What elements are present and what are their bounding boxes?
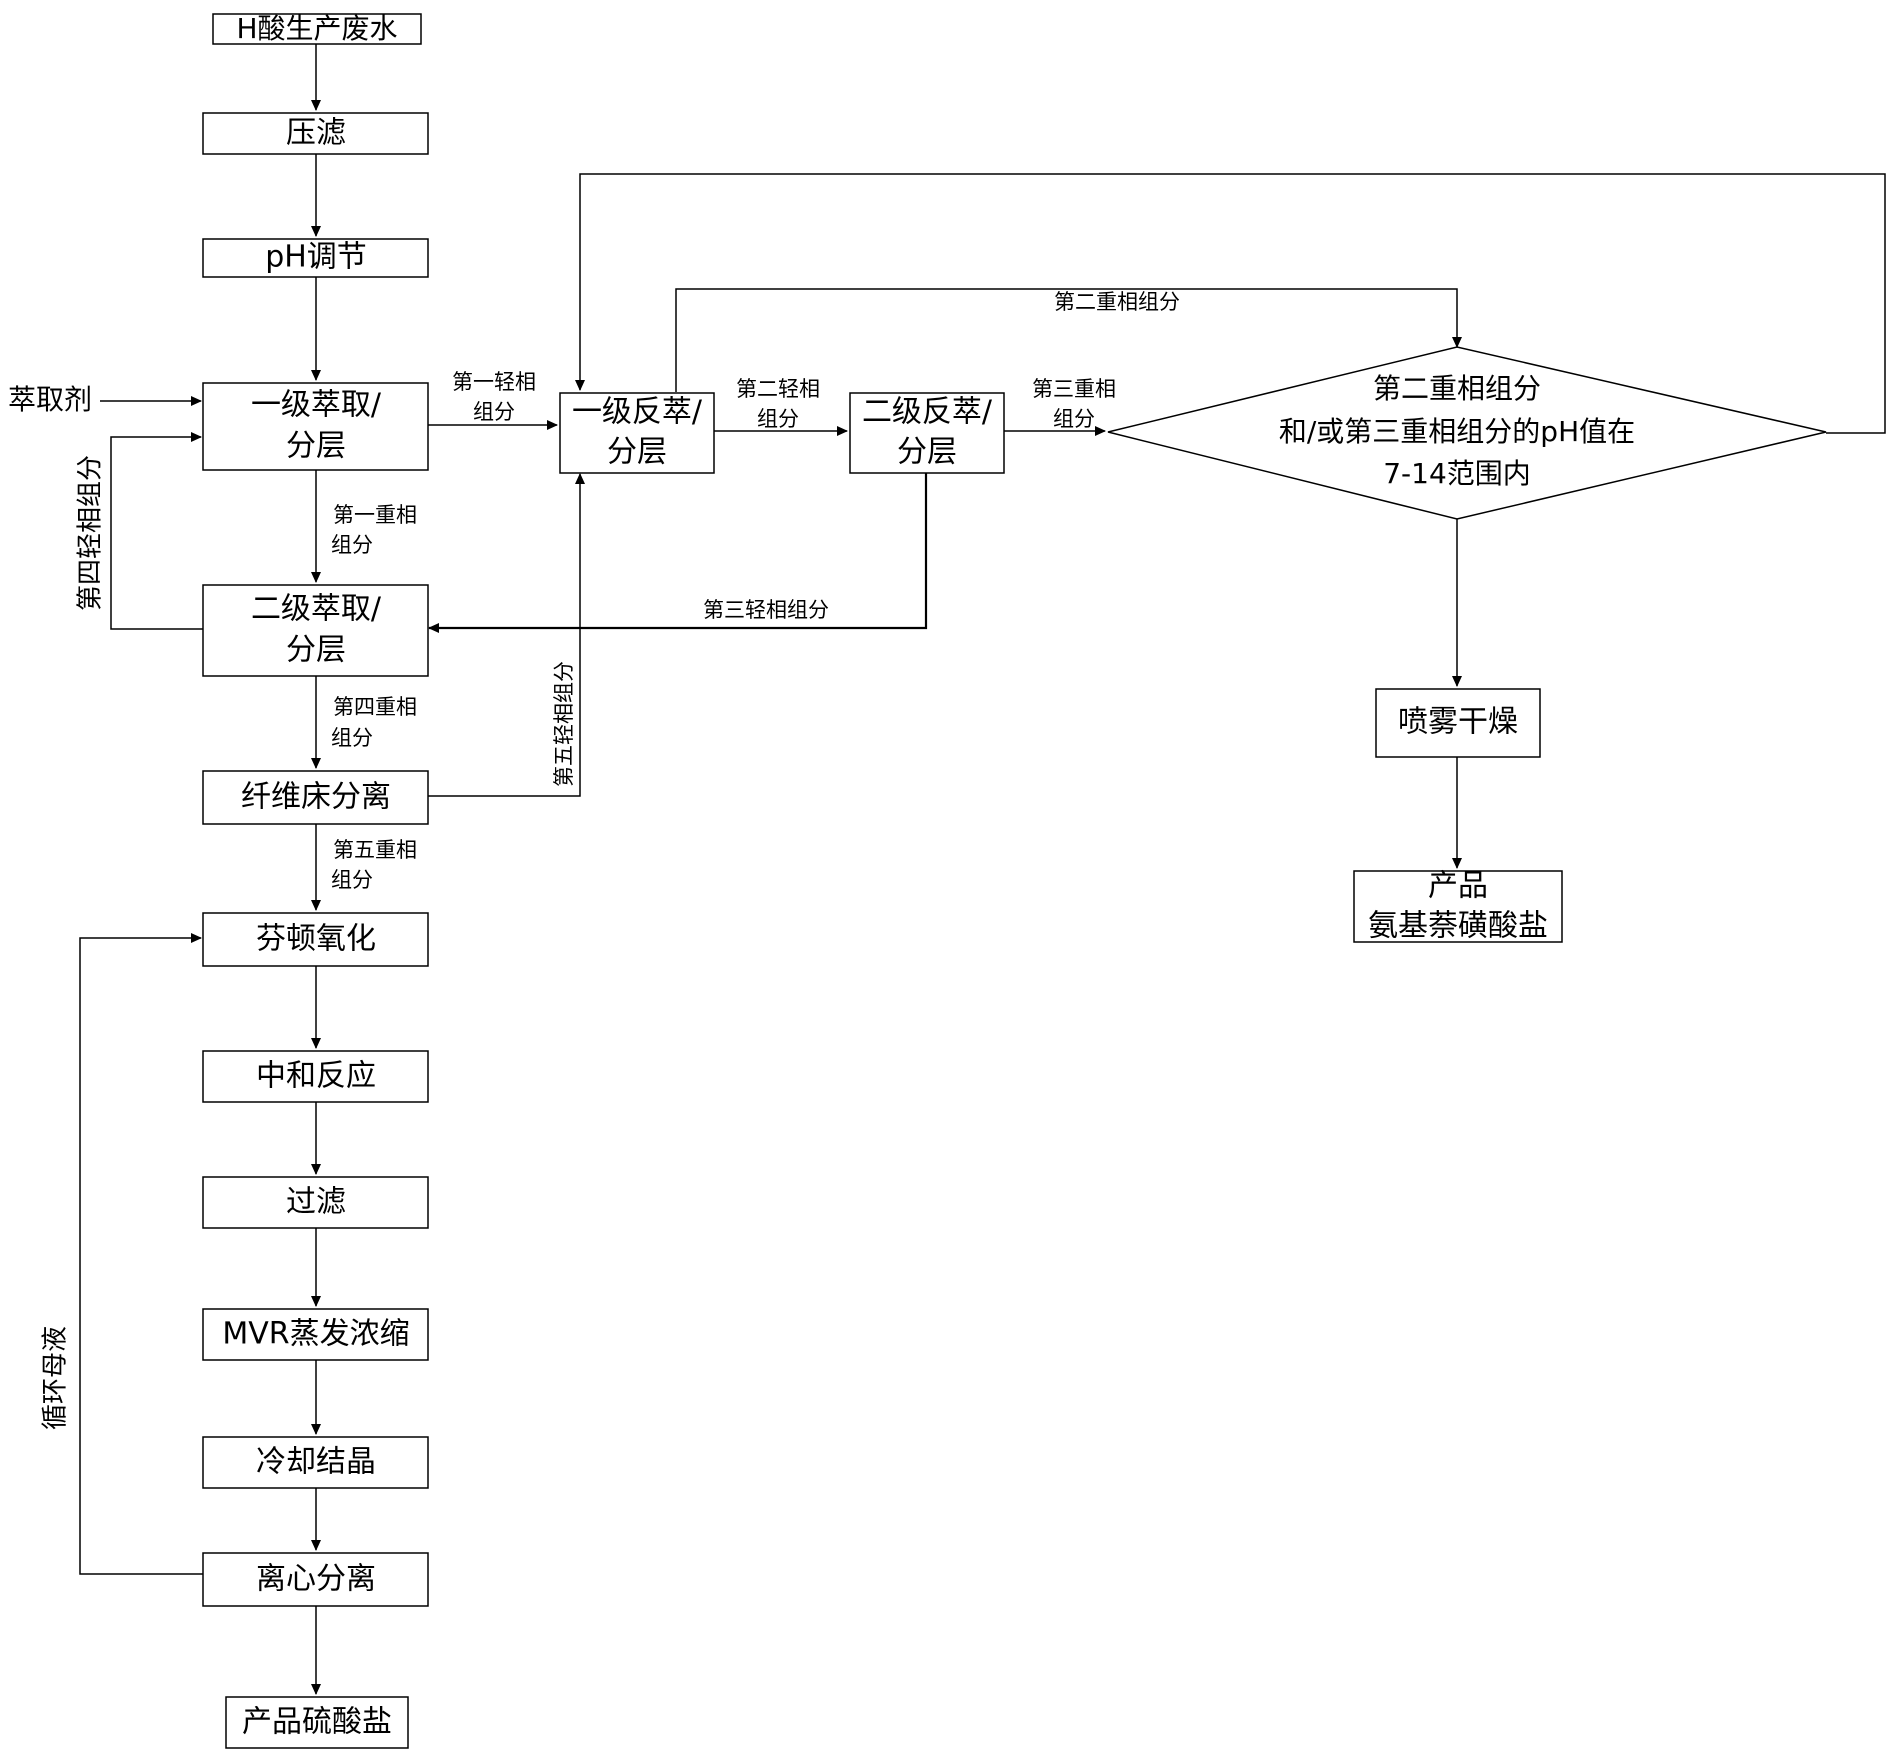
wastewater-box: H酸生产废水	[212, 12, 422, 45]
filtration-label: 过滤	[286, 1185, 346, 1220]
fiber-bed-box: 纤维床分离	[202, 770, 429, 825]
mvr-box: MVR蒸发浓缩	[202, 1308, 429, 1361]
stage2-back-box: 二级反萃/ 分层	[849, 392, 1005, 474]
product-amino-box: 产品 氨基萘磺酸盐	[1353, 869, 1563, 944]
fourth-light-label: 第四轻相组分	[76, 455, 106, 611]
third-heavy-label-line2: 组分	[1053, 407, 1095, 431]
neutralize-box: 中和反应	[202, 1050, 429, 1103]
stage1-extract-label-line1: 一级萃取/	[251, 388, 382, 423]
recycle-mother-liquor-label: 循环母液	[41, 1326, 71, 1430]
fifth-heavy-label-line1: 第五重相	[333, 838, 417, 862]
first-heavy-label-line1: 第一重相	[333, 503, 417, 527]
product-amino-label-line2: 氨基萘磺酸盐	[1368, 909, 1548, 944]
cooling-label: 冷却结晶	[256, 1445, 376, 1480]
first-light-label-line2: 组分	[473, 400, 515, 424]
wastewater-label: H酸生产废水	[236, 12, 397, 45]
ph-adjust-label: pH调节	[265, 240, 367, 275]
mvr-label: MVR蒸发浓缩	[222, 1317, 409, 1352]
decision-label-line2: 和/或第三重相组分的pH值在	[1279, 415, 1635, 448]
third-light-label: 第三轻相组分	[703, 598, 829, 622]
arrow-mother-liquor-recycle	[79, 933, 203, 1575]
cooling-box: 冷却结晶	[202, 1436, 429, 1489]
arrow-fifth-light	[427, 473, 585, 797]
extractant-label: 萃取剂	[8, 383, 92, 416]
second-light-label-line2: 组分	[757, 407, 799, 431]
spray-dry-box: 喷雾干燥	[1375, 688, 1541, 758]
fourth-heavy-label-line1: 第四重相	[333, 695, 417, 719]
decision-label-line1: 第二重相组分	[1373, 372, 1541, 405]
stage2-back-label-line1: 二级反萃/	[862, 395, 993, 430]
fiber-bed-label: 纤维床分离	[241, 780, 391, 815]
fifth-light-label: 第五轻相组分	[552, 661, 576, 787]
stage1-back-label-line1: 一级反萃/	[572, 395, 703, 430]
first-light-label-line1: 第一轻相	[452, 370, 536, 394]
centrifuge-label: 离心分离	[256, 1562, 376, 1597]
second-light-label-line1: 第二轻相	[736, 377, 820, 401]
stage2-back-label-line2: 分层	[897, 435, 957, 470]
product-sulfate-box: 产品硫酸盐	[225, 1696, 409, 1749]
decision-diamond: 第二重相组分 和/或第三重相组分的pH值在 7-14范围内	[1107, 346, 1827, 520]
product-sulfate-label: 产品硫酸盐	[242, 1705, 392, 1740]
third-heavy-label-line1: 第三重相	[1032, 377, 1116, 401]
stage2-extract-box: 二级萃取/ 分层	[202, 584, 429, 677]
product-amino-label-line1: 产品	[1428, 869, 1488, 904]
arrow-third-light	[428, 473, 928, 633]
neutralize-label: 中和反应	[256, 1059, 376, 1094]
press-filter-label: 压滤	[286, 116, 346, 151]
decision-label-line3: 7-14范围内	[1383, 457, 1531, 490]
ph-adjust-box: pH调节	[202, 238, 429, 278]
stage1-back-label-line2: 分层	[607, 435, 667, 470]
press-filter-box: 压滤	[202, 112, 429, 155]
fourth-heavy-label-line2: 组分	[331, 726, 373, 750]
stage2-extract-label-line2: 分层	[286, 633, 346, 668]
centrifuge-box: 离心分离	[202, 1552, 429, 1607]
filtration-box: 过滤	[202, 1176, 429, 1229]
fenton-box: 芬顿氧化	[202, 912, 429, 967]
fifth-heavy-label-line2: 组分	[331, 868, 373, 892]
fenton-label: 芬顿氧化	[256, 922, 376, 957]
connectors	[79, 44, 1886, 1695]
second-heavy-label: 第二重相组分	[1054, 290, 1180, 314]
stage1-extract-label-line2: 分层	[286, 429, 346, 464]
stage1-extract-box: 一级萃取/ 分层	[202, 382, 429, 471]
stage1-back-box: 一级反萃/ 分层	[559, 392, 715, 474]
spray-dry-label: 喷雾干燥	[1398, 705, 1518, 740]
stage2-extract-label-line1: 二级萃取/	[251, 592, 382, 627]
arrow-fourth-light-recycle	[110, 432, 203, 630]
first-heavy-label-line2: 组分	[331, 533, 373, 557]
arrow-decision-recycle-loop	[575, 173, 1886, 434]
arrow-second-heavy	[675, 288, 1462, 392]
